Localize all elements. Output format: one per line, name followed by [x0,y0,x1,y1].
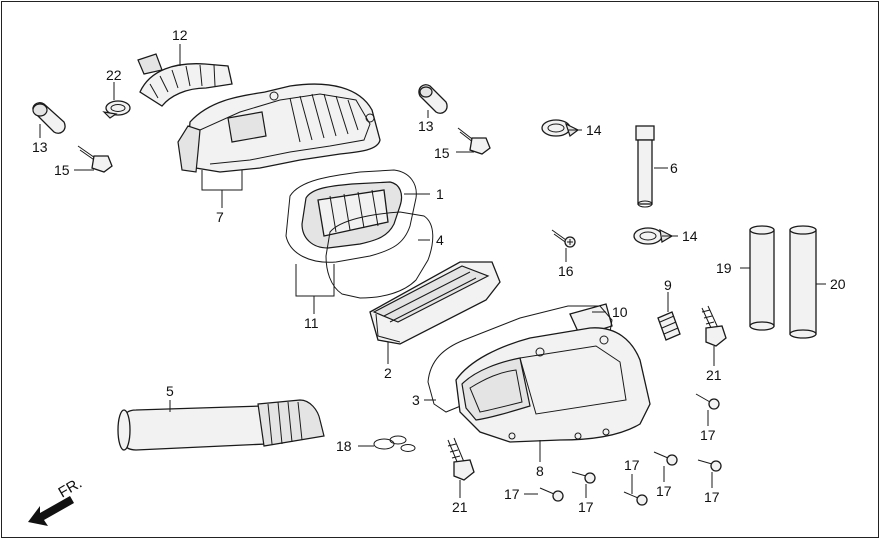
callout-11: 11 [304,315,319,331]
part-9-sleeve [657,311,681,341]
part-14-clamp-top [541,119,580,137]
callout-9: 9 [664,277,672,293]
part-17-screw-b [653,451,678,466]
callout-21-bottom: 21 [452,499,468,515]
callout-22: 22 [106,67,122,83]
callout-3: 3 [412,392,420,408]
part-6-plug [635,125,655,208]
callout-13-right: 13 [418,118,434,134]
callout-21-right: 21 [706,367,722,383]
part-16-screw [551,229,576,248]
part-15-bolt-right [457,127,491,155]
part-21-bolt-bottom [447,437,475,481]
part-15-bolt-left [77,145,113,173]
callout-1: 1 [436,186,444,202]
part-17-screw-a [695,393,720,410]
callout-labels: 12 22 13 15 7 1 4 11 13 15 14 6 14 16 19… [32,27,846,515]
part-13-cap-left [32,102,66,134]
callout-7: 7 [216,209,224,225]
callout-18: 18 [336,438,352,454]
leader-lines [39,44,826,498]
part-13-cap-right [418,84,448,114]
front-arrow-icon [28,496,74,526]
part-17-screw-c [697,459,722,472]
part-7-cleaner-cover [177,83,381,173]
part-20-tube [789,225,817,339]
callout-17-b: 17 [656,483,672,499]
callout-16: 16 [558,263,574,279]
part-8-cleaner-case [455,327,651,443]
part-17-screw-f [623,491,648,506]
callout-20: 20 [830,276,846,292]
part-22-clamp [102,100,131,119]
callout-17-a: 17 [700,427,716,443]
part-5-drain-tube [117,399,325,451]
part-19-tube [749,225,775,331]
part-12-intake-hose [137,53,233,107]
callout-17-c: 17 [704,489,720,505]
part-1-gasket [285,169,417,263]
callout-5: 5 [166,383,174,399]
callout-14-top: 14 [586,122,602,138]
callout-6: 6 [670,160,678,176]
callout-13-left: 13 [32,139,48,155]
front-direction-indicator: FR. [28,475,85,526]
part-17-screw-e [539,487,564,502]
callout-15-left: 15 [54,162,70,178]
callout-8: 8 [536,463,544,479]
callout-2: 2 [384,365,392,381]
callout-19: 19 [716,260,732,276]
callout-17-d: 17 [578,499,594,515]
callout-10: 10 [612,304,628,320]
part-2-filter-element [369,261,501,345]
callout-15-right: 15 [434,145,450,161]
part-4-gasket-ring [325,211,434,299]
part-18-orings [373,435,416,452]
front-label: FR. [56,475,85,502]
callout-17-e: 17 [504,486,520,502]
callout-14-lower: 14 [682,228,698,244]
part-17-screw-d [571,471,596,484]
part-21-bolt-right [701,305,727,347]
callout-12: 12 [172,27,188,43]
callout-17-f: 17 [624,457,640,473]
callout-4: 4 [436,232,444,248]
